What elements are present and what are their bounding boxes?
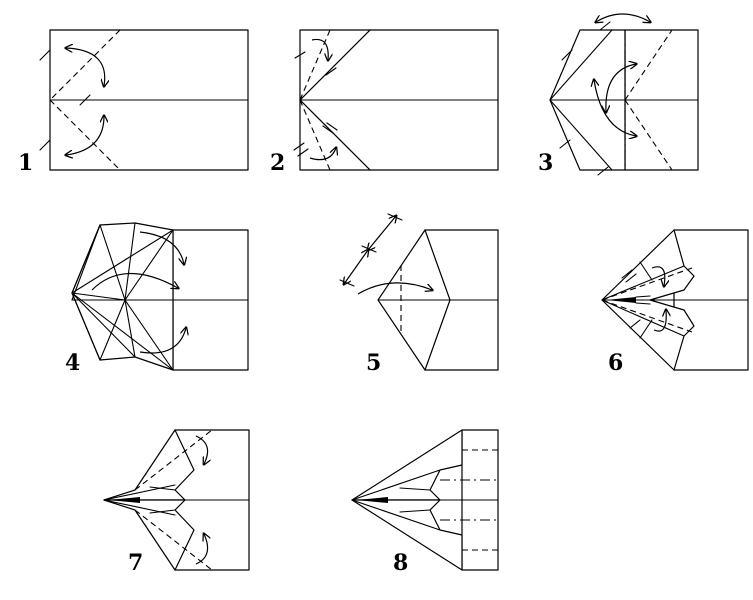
fold-arrow-bottom (195, 534, 208, 565)
step-number: 7 (128, 550, 143, 576)
fold-line-bottom (601, 299, 693, 333)
step-number: 5 (366, 350, 381, 376)
fold-arrow-right (594, 80, 636, 136)
fold-line-top (134, 429, 213, 491)
fold-arrow-top (311, 38, 328, 60)
step-2: 2 (270, 29, 499, 176)
folded-flap-top (299, 29, 371, 101)
fold-line-bottom (134, 509, 213, 571)
step-number: 3 (538, 150, 553, 176)
fold-arrow-bottom (139, 328, 186, 354)
fold-arrow-bottom (653, 310, 666, 332)
step-number: 4 (65, 350, 80, 376)
step-6: 6 (601, 229, 749, 376)
fold-line-bottom (49, 99, 121, 171)
wing-top (351, 429, 463, 501)
step-number: 1 (18, 150, 33, 176)
nose-layers (108, 497, 140, 503)
step-8: 8 (351, 429, 499, 576)
step-3: 3 (538, 13, 699, 176)
measure-arrow-top (368, 216, 396, 250)
fold-arrow-top (651, 266, 665, 286)
fold-arrow-center (91, 272, 178, 291)
fold-arrow (357, 282, 432, 295)
fold-arrow-bottom (309, 148, 336, 161)
step-1: 1 (18, 29, 249, 176)
step-number: 6 (608, 350, 623, 376)
fold-line-top (601, 267, 693, 301)
fold-arrow-top (66, 48, 105, 86)
folded-flap-bottom (299, 99, 371, 171)
nose-layers (356, 497, 388, 503)
nose-layers (606, 297, 636, 303)
step-4: 4 (65, 222, 249, 376)
step-7: 7 (103, 429, 250, 576)
fold-line-top (49, 29, 121, 101)
fold-line-bottom (299, 99, 331, 171)
step-number: 2 (270, 150, 285, 176)
fold-arrow-bottom (66, 116, 104, 155)
step-5: 5 (339, 213, 499, 376)
fold-arrow-top (139, 231, 184, 264)
fold-line-top (299, 29, 331, 101)
flip-arrow-top (596, 13, 650, 22)
fold-arrow-top (195, 435, 208, 464)
step-number: 8 (393, 550, 408, 576)
measure-arrow-bottom (344, 250, 368, 284)
